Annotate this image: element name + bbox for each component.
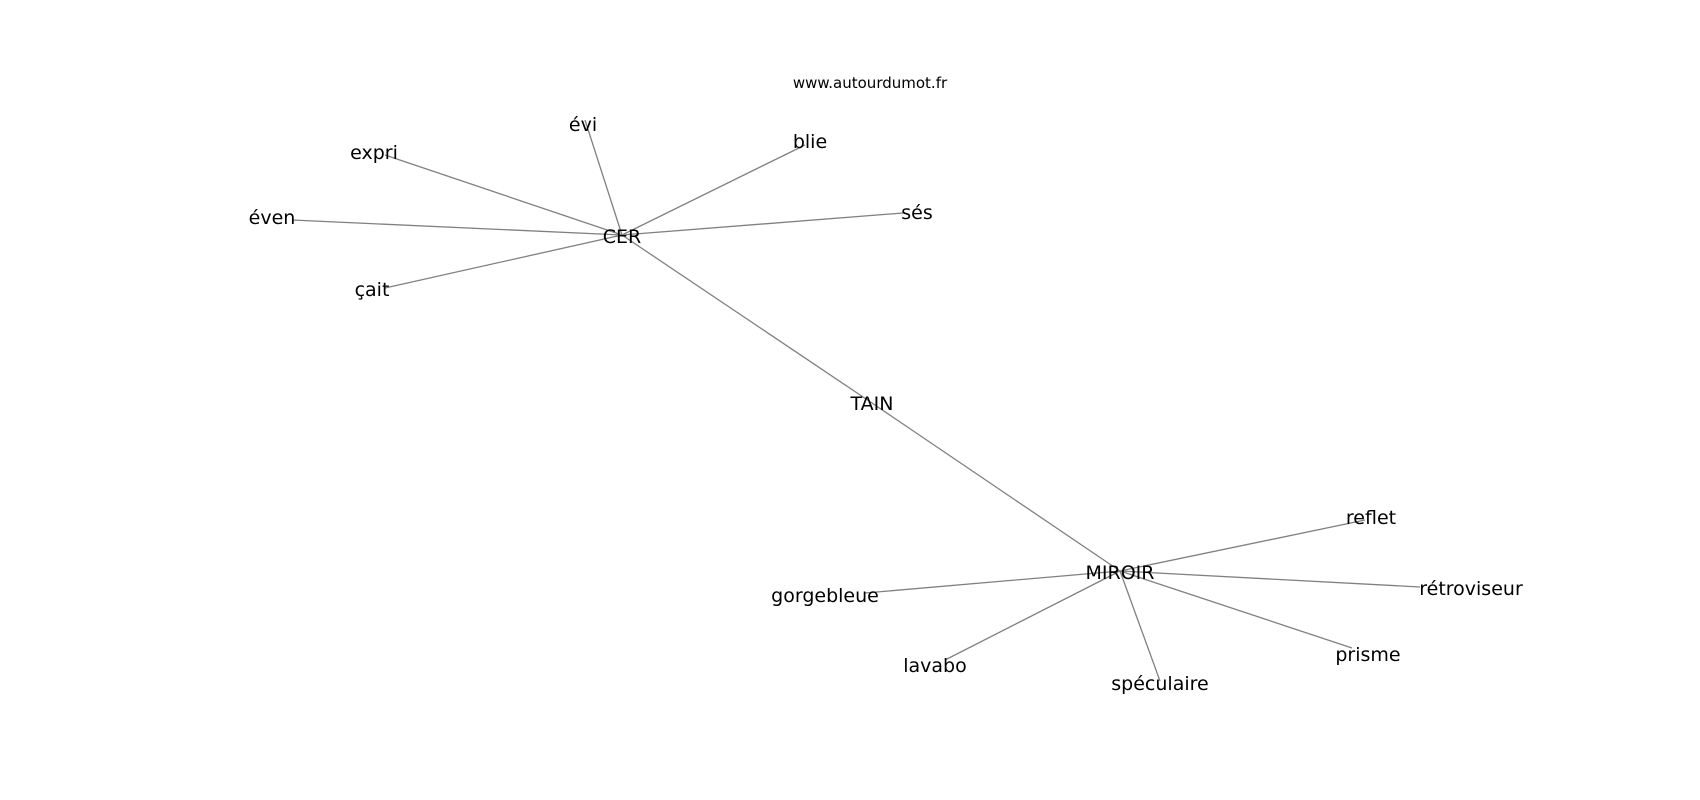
edge-miroir-gorgebleue bbox=[864, 570, 1121, 594]
node-lavabo: lavabo bbox=[903, 655, 967, 677]
node-expri: expri bbox=[350, 142, 398, 164]
node-reflet: reflet bbox=[1346, 507, 1396, 529]
edge-cer-expri bbox=[384, 154, 623, 236]
node-speculaire: spéculaire bbox=[1111, 673, 1208, 695]
edge-cer-tain bbox=[621, 234, 873, 404]
node-miroir: MIROIR bbox=[1086, 562, 1155, 584]
edge-cer-even bbox=[291, 219, 623, 236]
node-gorgebleue: gorgebleue bbox=[771, 585, 879, 607]
source-label: www.autourdumot.fr bbox=[793, 74, 948, 92]
node-cer: CER bbox=[603, 226, 641, 248]
edge-tain-miroir bbox=[871, 402, 1121, 572]
node-even: éven bbox=[249, 207, 296, 229]
edge-cer-ses bbox=[621, 212, 904, 236]
node-prisme: prisme bbox=[1335, 644, 1400, 666]
edge-miroir-reflet bbox=[1119, 519, 1366, 572]
node-ses: sés bbox=[901, 202, 933, 224]
nodes: TAIN CER MIROIR évi blie expri éven sés çait refl… bbox=[249, 114, 1523, 695]
edge-cer-evi bbox=[584, 119, 623, 236]
edge-cer-blie bbox=[621, 144, 806, 236]
node-evi: évi bbox=[569, 114, 597, 136]
node-cait: çait bbox=[355, 279, 390, 301]
node-tain: TAIN bbox=[850, 393, 894, 415]
edge-miroir-prisme bbox=[1119, 570, 1353, 649]
node-retroviseur: rétroviseur bbox=[1419, 578, 1523, 600]
edges bbox=[291, 119, 1421, 682]
edge-cer-cait bbox=[384, 234, 623, 289]
edge-miroir-retroviseur bbox=[1119, 570, 1421, 588]
edge-miroir-speculaire bbox=[1119, 570, 1161, 682]
edge-miroir-lavabo bbox=[944, 570, 1121, 661]
node-blie: blie bbox=[793, 131, 827, 153]
